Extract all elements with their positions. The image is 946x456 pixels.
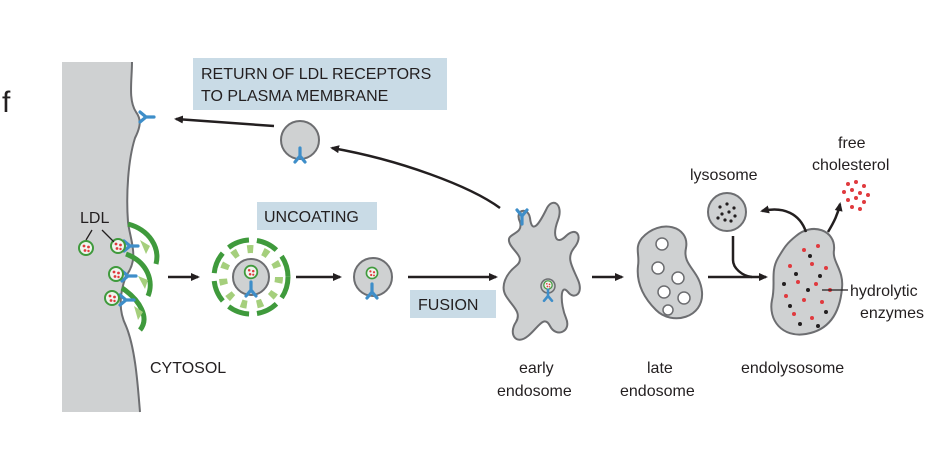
endolysosome: [770, 227, 844, 336]
plasma-membrane: [62, 61, 141, 413]
lysosome: [707, 192, 747, 232]
panel-letter: f: [2, 86, 11, 119]
return-label-line2: TO PLASMA MEMBRANE: [201, 88, 388, 105]
uncoating-box: [257, 202, 377, 230]
lysosome-fusion-line: [731, 236, 753, 279]
hydrolytic-enzymes-label-line2: enzymes: [860, 305, 924, 322]
fusion-box: [410, 290, 496, 318]
endolysosome-label: endolysosome: [741, 360, 844, 377]
arrow-to-lysosome: [760, 205, 808, 233]
early-endosome: [502, 201, 581, 341]
coated-pit: [104, 221, 160, 332]
recycling-vesicle: [280, 120, 320, 164]
fusion-label: FUSION: [418, 297, 478, 314]
free-cholesterol-label-line1: free: [838, 135, 866, 152]
free-cholesterol-label-line2: cholesterol: [812, 157, 889, 174]
return-label-line1: RETURN OF LDL RECEPTORS: [201, 66, 431, 83]
membrane-receptor-icon: [138, 110, 156, 124]
return-box: [193, 58, 447, 110]
coated-vesicle: [211, 237, 291, 317]
ldl-particle-icon: [104, 290, 120, 306]
hydrolytic-enzymes-label-line1: hydrolytic: [850, 283, 918, 300]
early-endosome-label-line2: endosome: [497, 383, 572, 400]
late-endosome: [636, 225, 704, 320]
ldl-particle-icon: [78, 240, 94, 256]
uncoated-vesicle: [353, 257, 393, 300]
ldl-particle-icon: [108, 266, 124, 282]
late-endosome-label-line1: late: [647, 360, 673, 377]
cytosol-label: CYTOSOL: [150, 360, 226, 377]
arrow-recycling-to-vesicle: [330, 145, 501, 210]
ldl-label: LDL: [80, 210, 109, 227]
arrow-to-free-cholesterol: [826, 202, 843, 233]
arrow-return-to-membrane: [174, 115, 275, 128]
uncoating-label: UNCOATING: [264, 209, 359, 226]
lysosome-label: lysosome: [690, 167, 758, 184]
late-endosome-label-line2: endosome: [620, 383, 695, 400]
ldl-leader-lines: [85, 229, 115, 243]
early-endosome-label-line1: early: [519, 360, 554, 377]
free-cholesterol-dots: [842, 180, 870, 211]
